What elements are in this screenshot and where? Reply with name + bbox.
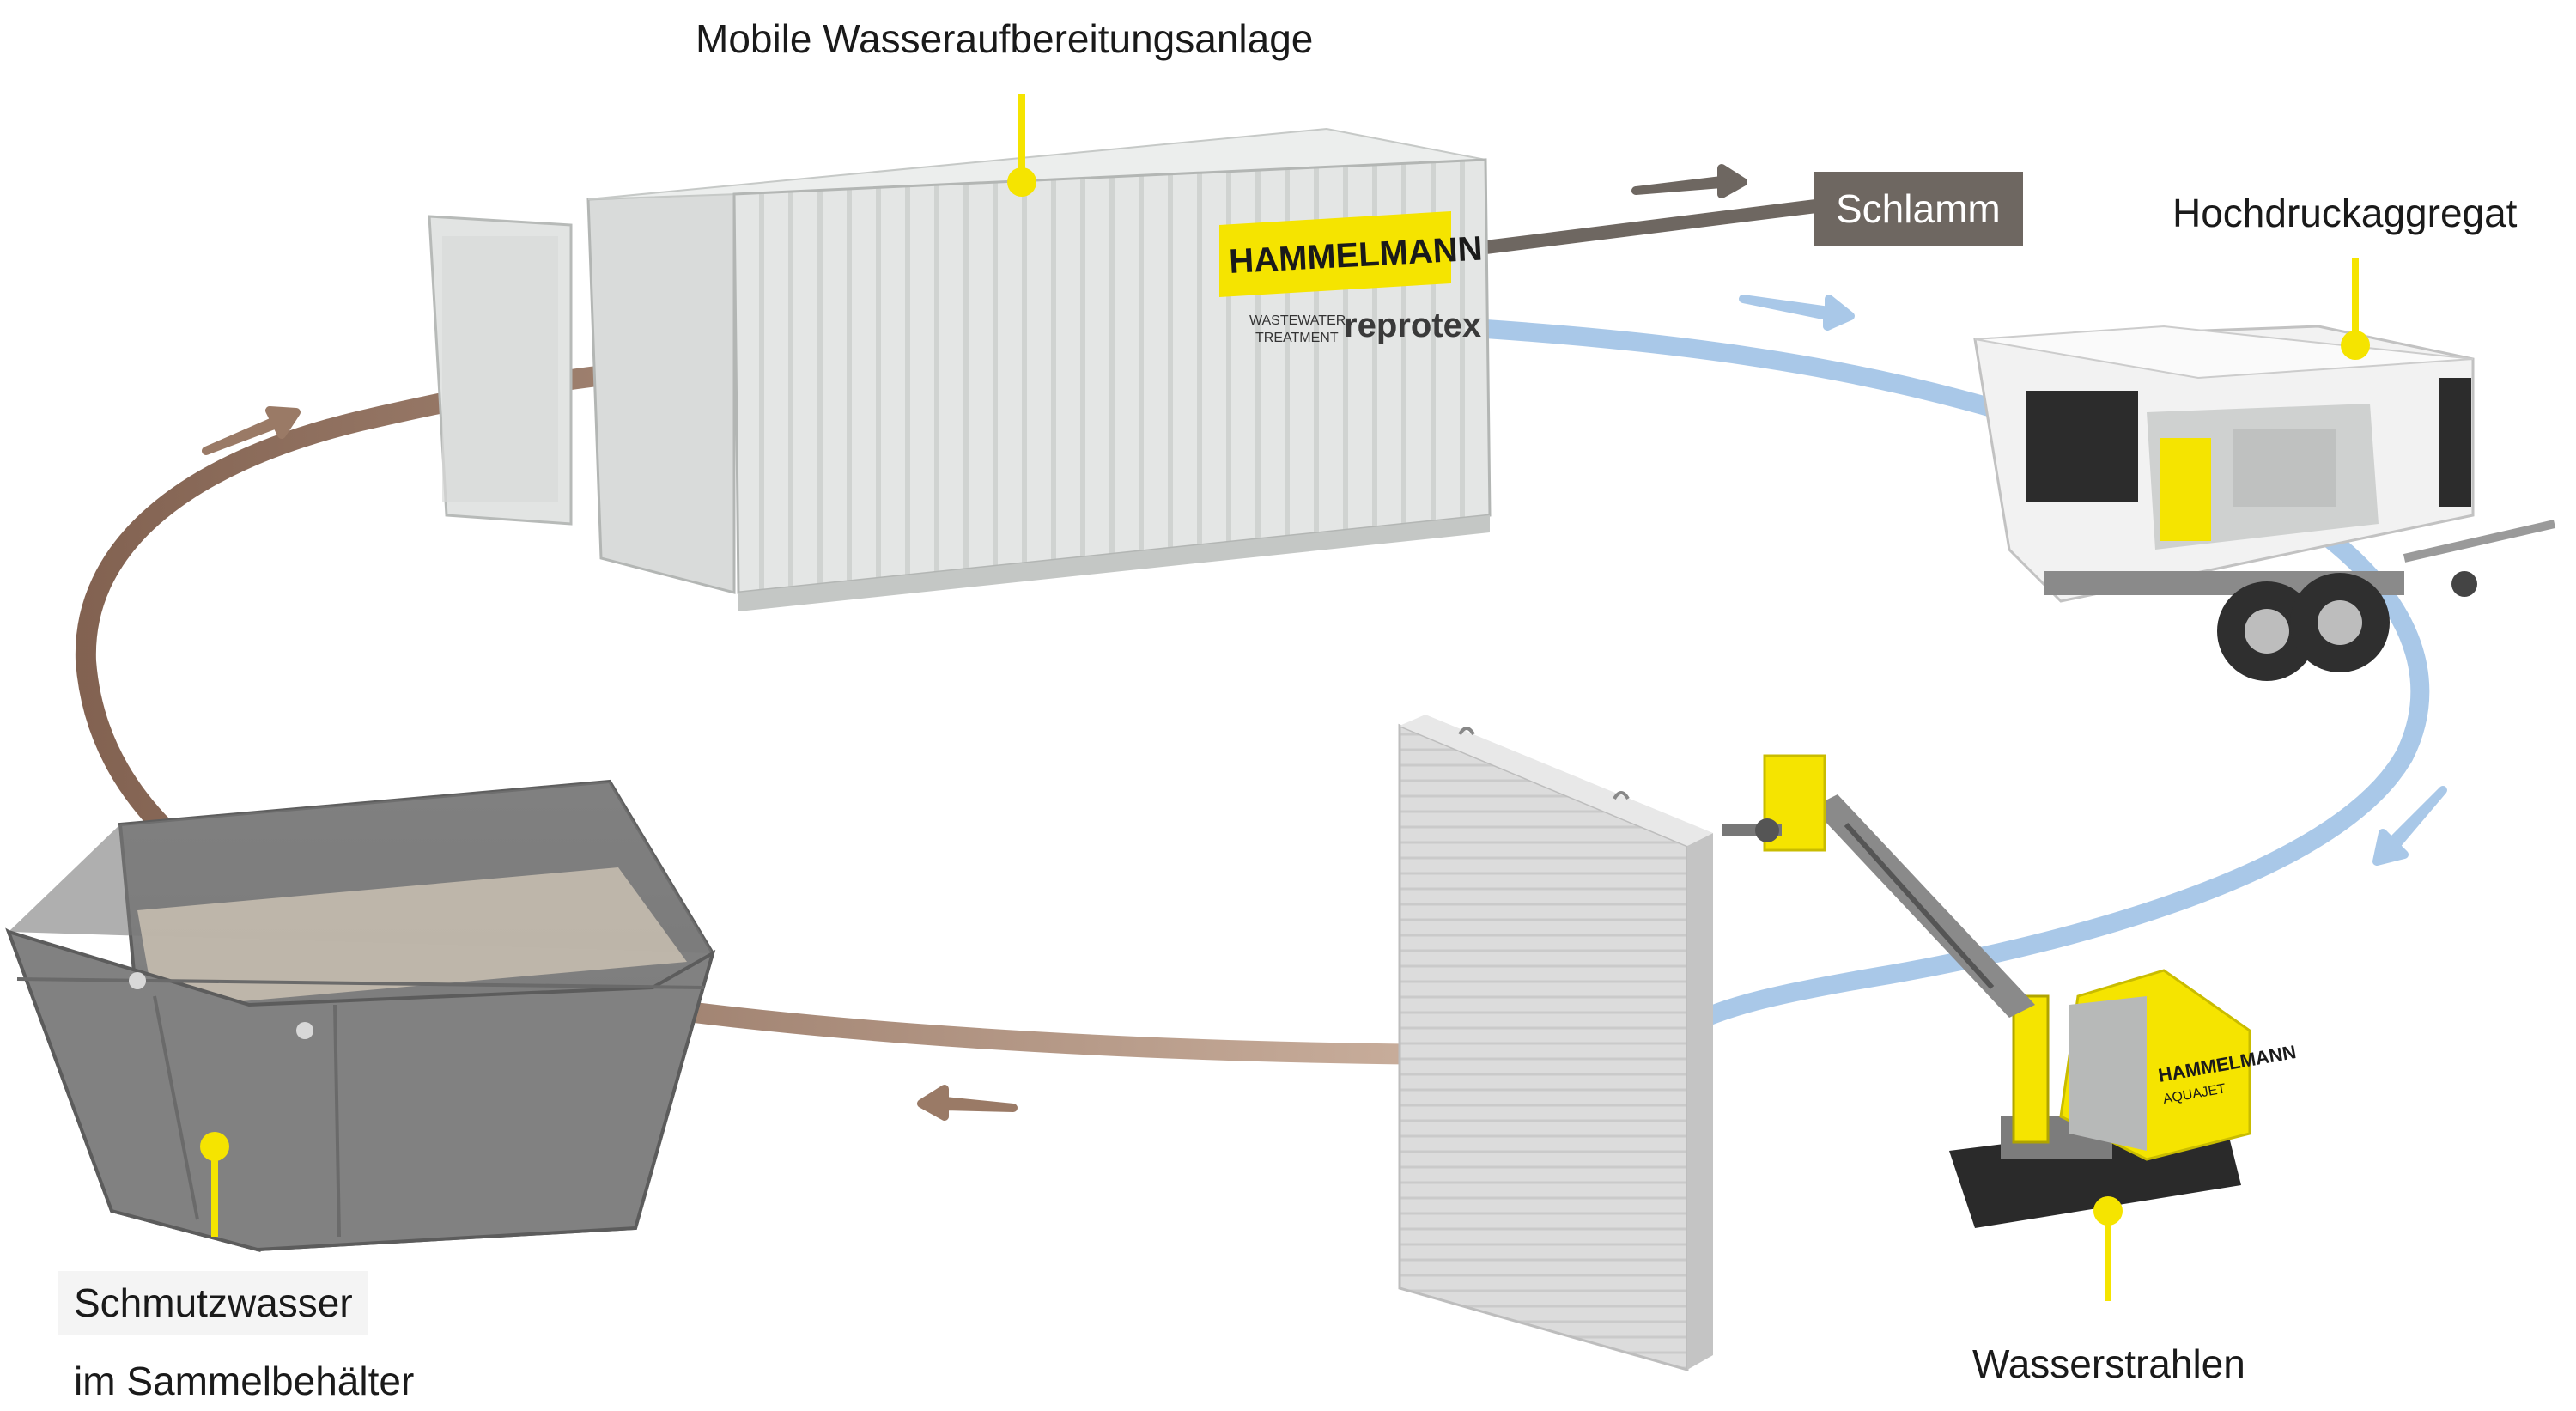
container-callout-dot [1007, 167, 1036, 197]
label-jetting: Wasserstrahlen [1972, 1341, 2245, 1386]
water-treatment-container: HAMMELMANN WASTEWATER TREATMENT reprotex [428, 94, 1492, 611]
jetting-robot: HAMMELMANN AQUAJET [1722, 754, 2298, 1301]
label-dirty-water-line2: im Sammelbehälter [74, 1359, 415, 1403]
skip-callout-dot [200, 1132, 229, 1161]
label-pump-unit: Hochdruckaggregat [2172, 191, 2518, 235]
container-partner-logo: reprotex [1344, 307, 1481, 344]
label-sludge: Schlamm [1814, 172, 2023, 246]
concrete-wall [1398, 715, 1713, 1371]
label-container: Mobile Wasseraufbereitungsanlage [696, 16, 1314, 61]
container-logo-sub1: WASTEWATER [1249, 313, 1346, 328]
collection-skip [5, 779, 716, 1253]
robot-callout-dot [2093, 1196, 2123, 1226]
dirty-water-arrow-up-icon [202, 406, 301, 455]
dirty-water-flow-band [75, 361, 1452, 1065]
clean-water-arrow-icon [1739, 295, 1855, 331]
sludge-flow-band [1485, 199, 1817, 254]
container-logo-sub2: TREATMENT [1255, 331, 1339, 345]
sludge-arrow-icon [1631, 164, 1747, 198]
pump-callout-dot [2341, 331, 2370, 360]
clean-water-arrow-down-icon [2372, 786, 2447, 866]
high-pressure-unit [1973, 258, 2556, 681]
label-dirty-water-line1: Schmutzwasser [58, 1271, 368, 1335]
dirty-water-arrow-left-icon [917, 1085, 1018, 1121]
